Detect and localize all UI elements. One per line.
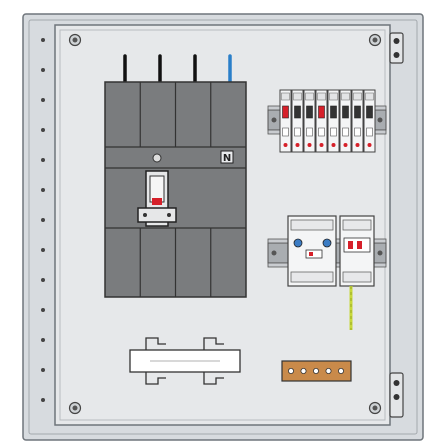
rivet-icon bbox=[41, 188, 45, 192]
busbar-holes bbox=[287, 367, 344, 374]
corner-screw-icon bbox=[68, 401, 82, 415]
mcb-breaker[interactable] bbox=[351, 89, 364, 153]
neutral-marker: N bbox=[220, 150, 234, 164]
mcb-breaker[interactable] bbox=[303, 89, 316, 153]
rivet-icon bbox=[41, 368, 45, 372]
rivet-icon bbox=[41, 128, 45, 132]
rivet-icon bbox=[41, 278, 45, 282]
busbar-hole bbox=[287, 367, 294, 374]
door-hinge-top bbox=[389, 32, 404, 64]
main-switch-4-pole[interactable]: N bbox=[104, 81, 247, 298]
busbar-hole bbox=[312, 367, 319, 374]
feeder-wires bbox=[123, 54, 232, 84]
rivet-icon bbox=[41, 308, 45, 312]
corner-screw-icon bbox=[68, 33, 82, 47]
mcb-breaker[interactable] bbox=[327, 89, 340, 153]
door-hinge-bottom bbox=[389, 372, 404, 418]
rivet-icon bbox=[41, 98, 45, 102]
rivet-icon bbox=[41, 398, 45, 402]
rivet-icon bbox=[41, 338, 45, 342]
rivet-icon bbox=[41, 248, 45, 252]
busbar-hole bbox=[337, 367, 344, 374]
busbar-hole bbox=[325, 367, 332, 374]
mcb-breaker[interactable] bbox=[279, 89, 292, 153]
mcb-breaker[interactable] bbox=[339, 89, 352, 153]
busbar-hole bbox=[300, 367, 307, 374]
pole-dividers bbox=[139, 82, 212, 297]
rivet-icon bbox=[41, 218, 45, 222]
cable-gland-bracket bbox=[129, 337, 241, 385]
rivet-icon bbox=[41, 158, 45, 162]
trip-unit-screw-icon bbox=[152, 153, 162, 163]
neutral-marker-label: N bbox=[223, 153, 231, 164]
surge-protector-module[interactable] bbox=[339, 215, 375, 287]
rotary-handle[interactable] bbox=[137, 170, 177, 227]
rivet-icon bbox=[41, 38, 45, 42]
corner-screw-icon bbox=[368, 33, 382, 47]
frame-rivets bbox=[41, 38, 45, 402]
mcb-group bbox=[279, 89, 376, 153]
surge-protector-module[interactable] bbox=[287, 215, 337, 287]
mcb-breaker[interactable] bbox=[363, 89, 376, 153]
mcb-breaker[interactable] bbox=[315, 89, 328, 153]
mcb-breaker[interactable] bbox=[291, 89, 304, 153]
rivet-icon bbox=[41, 68, 45, 72]
earth-busbar bbox=[281, 360, 352, 382]
corner-screw-icon bbox=[368, 401, 382, 415]
